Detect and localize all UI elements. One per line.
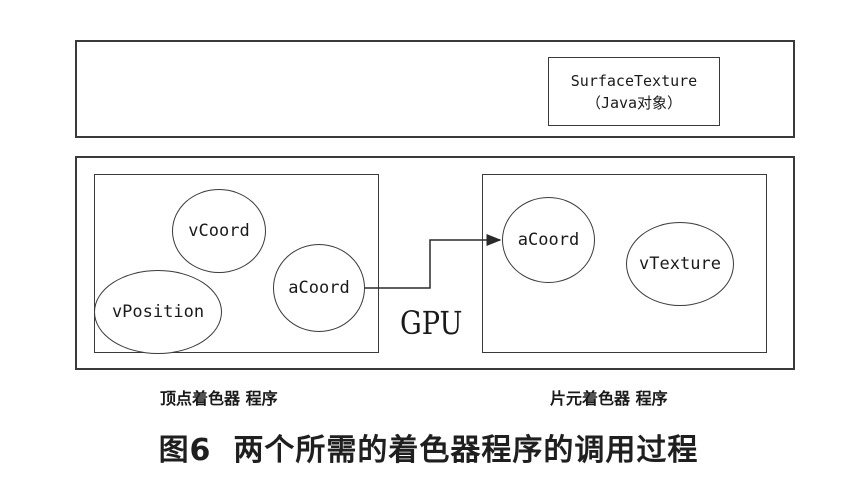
figure-caption: 图6 两个所需的着色器程序的调用过程: [0, 425, 857, 469]
surface-texture-box: SurfaceTexture （Java对象）: [548, 57, 720, 126]
vcoord-label: vCoord: [188, 221, 250, 241]
vtexture-label: vTexture: [639, 254, 721, 274]
vtexture-ellipse: vTexture: [626, 222, 734, 306]
vcoord-ellipse: vCoord: [172, 189, 266, 273]
vertex-acoord-ellipse: aCoord: [273, 244, 365, 332]
vposition-ellipse: vPosition: [94, 270, 222, 354]
acoord-connector-arrow: [365, 234, 502, 289]
vposition-label: vPosition: [111, 302, 205, 322]
java-layer-box: [75, 40, 795, 138]
surface-texture-type: （Java对象）: [585, 93, 683, 112]
fragment-acoord-label: aCoord: [517, 230, 580, 250]
vertex-acoord-label: aCoord: [288, 278, 350, 298]
gpu-label: GPU: [400, 304, 463, 342]
figure-caption-text: 两个所需的着色器程序的调用过程: [233, 433, 699, 468]
fragment-shader-program-label: 片元着色器 程序: [550, 389, 668, 408]
vertex-shader-program-label: 顶点着色器 程序: [160, 389, 278, 408]
fragment-acoord-ellipse: aCoord: [502, 197, 595, 283]
figure-number: 图6: [158, 433, 212, 468]
surface-texture-name: SurfaceTexture: [570, 71, 698, 90]
